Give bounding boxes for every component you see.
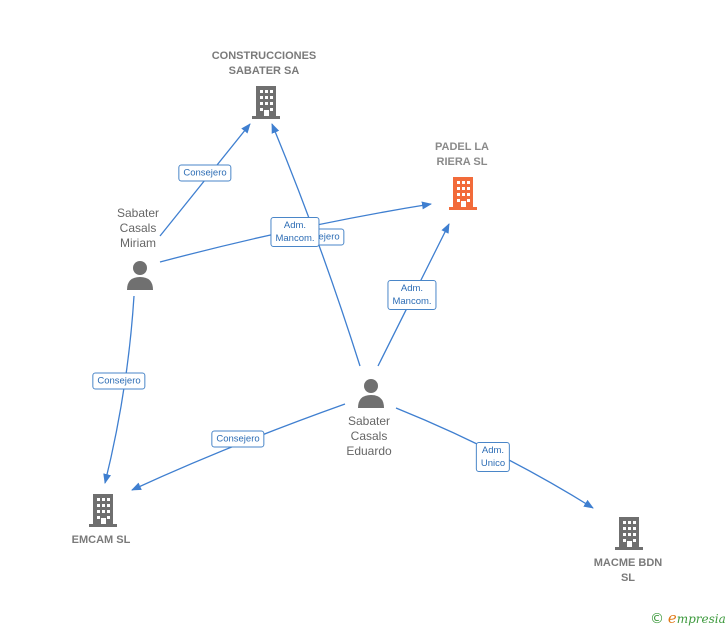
copyright-symbol: © (650, 611, 664, 627)
brand-initial: e (667, 609, 677, 627)
building-icon[interactable] (87, 492, 119, 528)
person-icon[interactable] (356, 377, 386, 409)
building-icon[interactable] (250, 84, 282, 120)
company-label-padel[interactable]: PADEL LA RIERA SL (435, 141, 489, 168)
person-label-eduardo[interactable]: Sabater Casals Eduardo (346, 414, 392, 458)
company-label-macme[interactable]: MACME BDN SL (593, 557, 663, 584)
company-label-construcciones[interactable]: CONSTRUCCIONES SABATER SA (211, 50, 317, 77)
company-label-emcam[interactable]: EMCAM SL (71, 534, 131, 546)
edge-label-miriam-construcciones[interactable]: Consejero (178, 164, 232, 182)
building-icon[interactable] (447, 175, 479, 211)
brand-name: mpresia (676, 612, 726, 626)
edge-miriam-emcam (103, 295, 135, 484)
edge-label-miriam-emcam[interactable]: Consejero (92, 372, 146, 390)
edge-label-eduardo-emcam[interactable]: Consejero (211, 430, 265, 448)
person-label-miriam[interactable]: Sabater Casals Miriam (116, 206, 160, 250)
empresia-brand[interactable]: © empresia (650, 609, 726, 627)
person-icon[interactable] (125, 259, 155, 291)
edge-label-eduardo-macme[interactable]: Adm. Unico (475, 442, 511, 472)
building-icon[interactable] (613, 515, 645, 551)
edge-label-eduardo-construcciones[interactable]: Adm. Mancom. (270, 217, 320, 247)
edge-label-eduardo-padel[interactable]: Adm. Mancom. (387, 280, 437, 310)
